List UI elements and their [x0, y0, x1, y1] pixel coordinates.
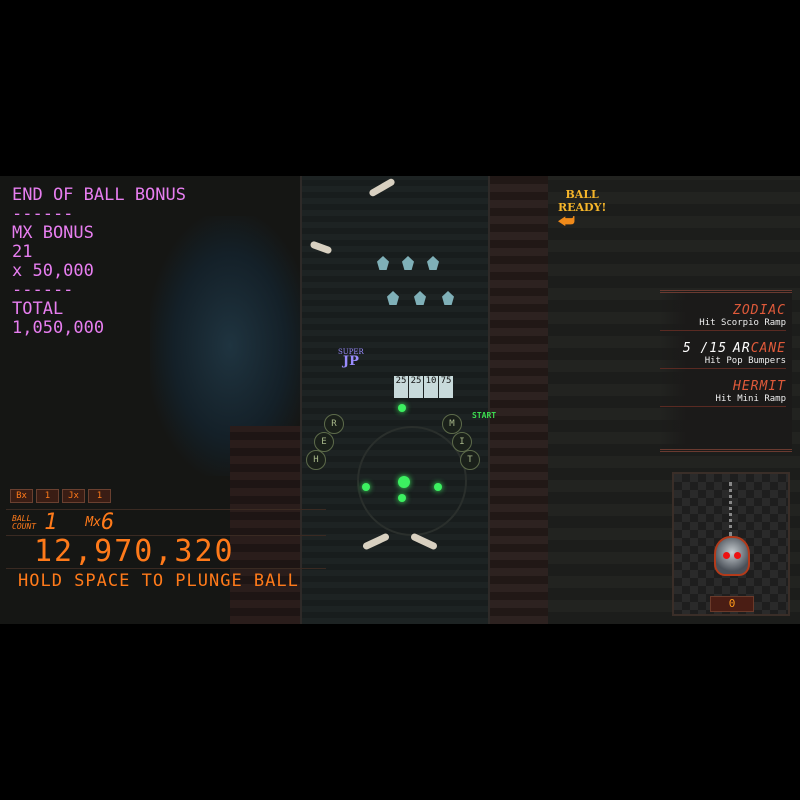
- letter-lamp: I: [452, 432, 472, 452]
- bx-value: 1: [36, 489, 59, 503]
- bonus-multiplier: x 50,000: [12, 261, 94, 281]
- mission-subtitle: Hit Pop Bumpers: [660, 356, 786, 369]
- left-mini-flipper: [309, 240, 333, 255]
- ball-ready-indicator: BALL READY! ⮨: [558, 188, 607, 232]
- mission-title: HERMIT: [733, 379, 786, 394]
- score-value: 12,970,320: [6, 535, 326, 569]
- mx-label: Mx: [85, 515, 101, 530]
- card-target: 75: [439, 376, 453, 398]
- insert-light: [434, 483, 442, 491]
- pop-bumper: [427, 256, 439, 270]
- skull-icon: [714, 536, 750, 576]
- bonus-separator: ------: [12, 204, 74, 224]
- letter-lamp: R: [324, 414, 344, 434]
- mission-title: ZODIAC: [733, 303, 786, 318]
- total-value: 1,050,000: [12, 318, 105, 338]
- letter-lamp: T: [460, 450, 480, 470]
- chain-icon: [729, 482, 735, 536]
- insert-light: [398, 494, 406, 502]
- total-label: TOTAL: [12, 299, 64, 319]
- insert-light: [362, 483, 370, 491]
- mission-item: HERMIT Hit Mini Ramp: [660, 379, 786, 407]
- brick-tower-left: [230, 426, 310, 624]
- mission-progress: 5 /15: [682, 341, 728, 356]
- bx-label: Bx: [10, 489, 33, 503]
- ball-ready-text: BALL: [565, 188, 599, 201]
- ball-count-value: 1: [44, 510, 58, 535]
- jx-value: 1: [88, 489, 111, 503]
- ball-ready-text: READY!: [558, 201, 607, 214]
- ball-count-label: COUNT: [12, 521, 37, 531]
- mx-value: 6: [101, 510, 115, 535]
- mission-subtitle: Hit Mini Ramp: [660, 394, 786, 407]
- upper-flipper: [368, 177, 396, 198]
- letter-lamp: M: [442, 414, 462, 434]
- letter-lamp: H: [306, 450, 326, 470]
- pop-bumper: [387, 291, 399, 305]
- mission-subtitle: Hit Scorpio Ramp: [660, 318, 786, 331]
- right-flipper: [409, 532, 439, 551]
- skull-cage: 0: [672, 472, 790, 616]
- mission-title: CANE: [750, 341, 786, 356]
- start-insert: START: [472, 411, 497, 420]
- bonus-title: END OF BALL BONUS: [12, 185, 186, 205]
- pop-bumper: [414, 291, 426, 305]
- letter-lamp: E: [314, 432, 334, 452]
- bonus-count: 21: [12, 242, 33, 262]
- end-of-ball-bonus: END OF BALL BONUS ------ MX BONUS 21 x 5…: [12, 186, 186, 338]
- insert-light: [398, 404, 406, 412]
- jx-label: Jx: [62, 489, 85, 503]
- center-light: [398, 476, 410, 488]
- card-target: 25: [394, 376, 408, 398]
- multiplier-cells: Bx 1 Jx 1: [10, 489, 326, 503]
- left-flipper: [361, 532, 391, 551]
- card-target: 10: [424, 376, 438, 398]
- pop-bumper: [377, 256, 389, 270]
- mission-item: ZODIAC Hit Scorpio Ramp: [660, 303, 786, 331]
- plunger-lane: [488, 176, 548, 624]
- pentagram-circle: [357, 426, 467, 536]
- bonus-label: MX BONUS: [12, 223, 94, 243]
- return-arrow-icon: ⮨: [558, 211, 575, 232]
- skull-counter: 0: [710, 596, 754, 612]
- status-message: HOLD SPACE TO PLUNGE BALL: [18, 571, 299, 591]
- ball-count-label: BALL: [12, 513, 32, 523]
- card-target: 25: [409, 376, 423, 398]
- pop-bumper: [442, 291, 454, 305]
- bonus-separator: ------: [12, 280, 74, 300]
- pop-bumper: [402, 256, 414, 270]
